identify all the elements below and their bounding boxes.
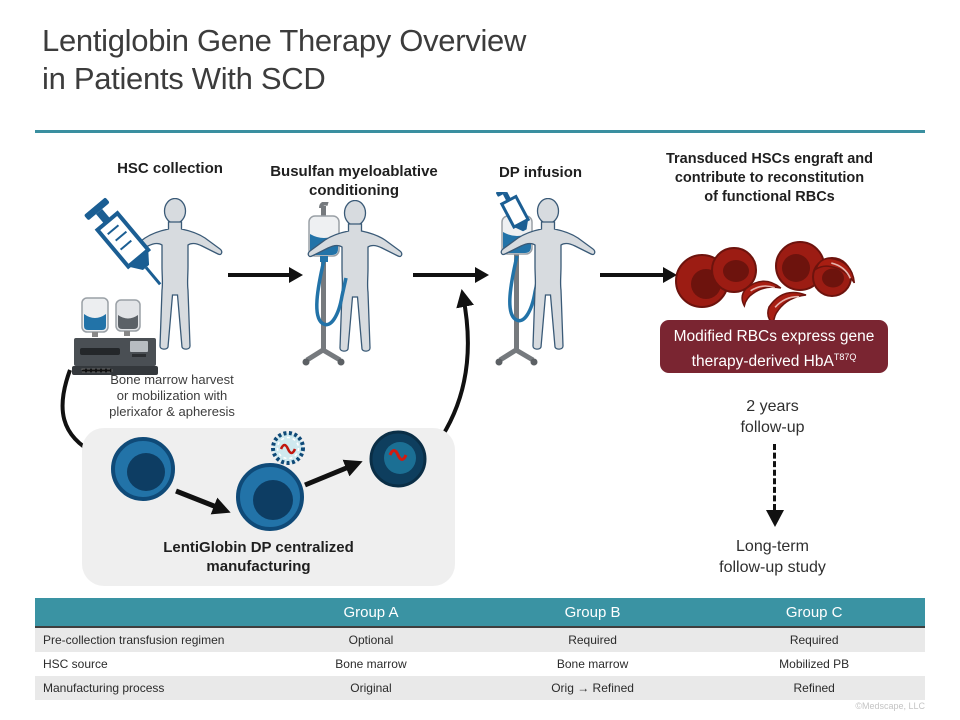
flow-arrow-icon xyxy=(600,267,677,283)
manufacturing-box: LentiGlobin DP centralized manufacturing xyxy=(82,428,455,586)
callout-line2: therapy-derived HbAT87Q xyxy=(691,352,857,371)
table-row: Manufacturing process Original Orig → Re… xyxy=(35,676,925,700)
syringe-icon xyxy=(84,197,162,286)
lentiviral-vector-icon xyxy=(271,431,305,465)
apheresis-machine-icon xyxy=(72,297,158,375)
flow-arrow-icon xyxy=(413,267,489,283)
step-label-engraftment: Transduced HSCs engraft and contribute t… xyxy=(665,151,874,205)
stem-cell-icon xyxy=(111,437,175,501)
transduced-cell-icon xyxy=(369,430,427,488)
iv-tube-icon xyxy=(315,259,348,327)
page-title: Lentiglobin Gene Therapy Overview in Pat… xyxy=(42,22,526,98)
dashed-arrow-icon xyxy=(766,444,784,534)
curved-arrow-up-icon xyxy=(435,288,474,446)
table-row: HSC source Bone marrow Bone marrow Mobil… xyxy=(35,652,925,676)
patient-silhouette-icon xyxy=(307,200,403,352)
header-group-a: Group A xyxy=(343,604,399,621)
hba-superscript: T87Q xyxy=(833,352,857,362)
manufacturing-cells-graphic xyxy=(111,430,427,531)
harvest-note: Bone marrow harvest or mobilization with… xyxy=(109,372,235,419)
flow-arrow-icon xyxy=(228,267,303,283)
long-term-followup-label: Long-term follow-up study xyxy=(719,538,826,576)
two-year-followup-label: 2 years follow-up xyxy=(740,398,805,436)
red-blood-cells-icon xyxy=(675,241,856,325)
patient-silhouette-icon xyxy=(500,198,596,350)
page-title-line2: in Patients With SCD xyxy=(42,61,326,96)
groups-table: Group A Group B Group C Pre-collection t… xyxy=(35,598,925,700)
title-divider xyxy=(35,130,925,133)
header-group-c: Group C xyxy=(785,604,843,621)
modified-rbc-callout: Modified RBCs express gene therapy-deriv… xyxy=(660,320,888,373)
step-label-conditioning: Busulfan myeloablative conditioning xyxy=(270,163,438,199)
stem-cell-icon xyxy=(236,463,304,531)
sickle-cell-icon xyxy=(741,280,782,308)
table-header-row: Group A Group B Group C xyxy=(35,598,925,628)
callout-line1: Modified RBCs express gene xyxy=(673,328,875,345)
header-group-b: Group B xyxy=(564,604,621,621)
page-title-line1: Lentiglobin Gene Therapy Overview xyxy=(42,23,527,58)
manufacturing-label: LentiGlobin DP centralized manufacturing xyxy=(163,539,354,575)
sickle-cell-icon xyxy=(814,257,856,284)
table-row: Pre-collection transfusion regimen Optio… xyxy=(35,628,925,652)
step-label-dp-infusion: DP infusion xyxy=(498,164,583,181)
copyright-notice: ©Medscape, LLC xyxy=(855,701,925,711)
step-label-hsc-collection: HSC collection xyxy=(117,160,223,177)
header-empty-cell xyxy=(35,598,260,628)
